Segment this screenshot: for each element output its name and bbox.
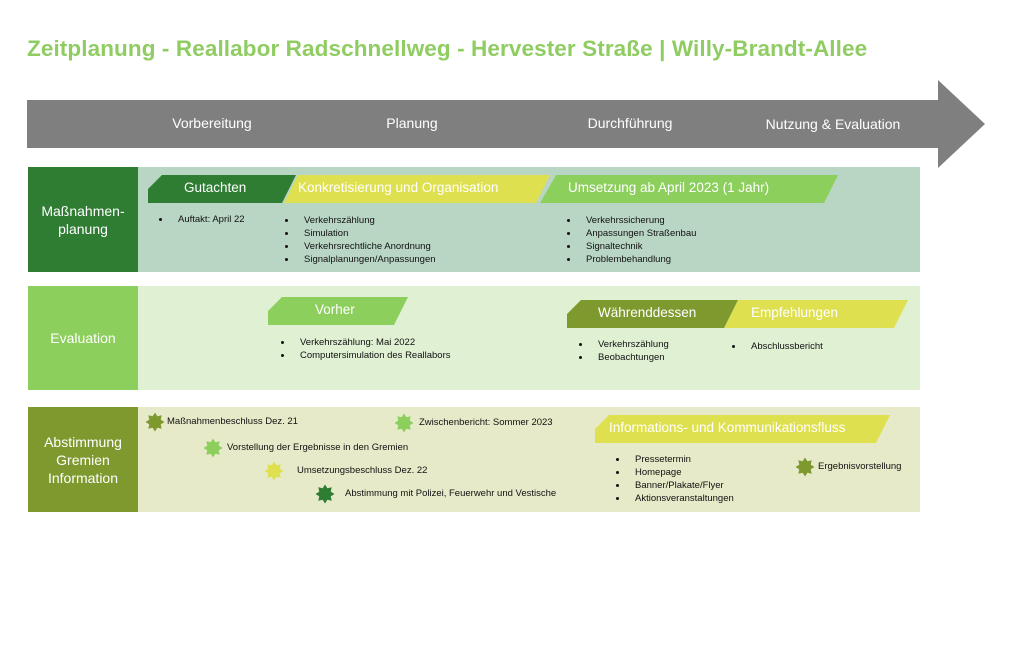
phase-durchfuehrung: Durchführung: [587, 115, 673, 131]
lane-label: Evaluation: [50, 330, 116, 346]
star-badge-icon: [394, 413, 414, 433]
lane-label: Maßnahmen-planung: [41, 202, 125, 237]
list-item: Verkehrsrechtliche Anordnung: [284, 240, 436, 253]
list-item: Beobachtungen: [578, 351, 669, 364]
star-badge-icon: [203, 438, 223, 458]
star-badge-icon: [264, 461, 284, 481]
list-item: Abschlussbericht: [731, 340, 823, 353]
list-item: Banner/Plakate/Flyer: [615, 479, 734, 492]
phase-timeline-arrow: [27, 80, 985, 168]
star-badge-icon: [795, 457, 815, 477]
lane-header-evaluation: Evaluation: [28, 286, 138, 390]
star-badge-icon: [145, 412, 165, 432]
phase-vorbereitung: Vorbereitung: [172, 115, 252, 131]
list-item: Anpassungen Straßenbau: [566, 227, 696, 240]
list-vorbereitung: Auftakt: April 22: [158, 213, 245, 226]
phase-nutzung-evaluation: Nutzung & Evaluation: [765, 116, 901, 132]
phase-planung: Planung: [386, 115, 438, 131]
list-item: Auftakt: April 22: [158, 213, 245, 226]
lane2-tag-shapes: [268, 297, 908, 328]
list-item: Verkehrszählung: [284, 214, 436, 227]
list-vorher: Verkehrszählung: Mai 2022 Computersimula…: [280, 336, 451, 362]
lane-header-massnahmenplanung: Maßnahmen-planung: [28, 167, 138, 272]
list-item: Homepage: [615, 466, 734, 479]
list-item: Verkehrszählung: Mai 2022: [280, 336, 451, 349]
list-item: Problembehandlung: [566, 253, 696, 266]
lane3-tag-shape: [595, 415, 890, 443]
lane1-tag-shapes: [148, 175, 838, 203]
list-item: Signaltechnik: [566, 240, 696, 253]
list-item: Signalplanungen/Anpassungen: [284, 253, 436, 266]
list-item: Computersimulation des Reallabors: [280, 349, 451, 362]
list-waehrenddessen: Verkehrszählung Beobachtungen: [578, 338, 669, 364]
list-durchfuehrung: Verkehrssicherung Anpassungen Straßenbau…: [566, 214, 696, 266]
list-empfehlungen: Abschlussbericht: [731, 340, 823, 353]
list-item: Aktionsveranstaltungen: [615, 492, 734, 505]
list-planung: Verkehrszählung Simulation Verkehrsrecht…: [284, 214, 436, 266]
list-item: Verkehrszählung: [578, 338, 669, 351]
list-item: Verkehrssicherung: [566, 214, 696, 227]
list-item: Pressetermin: [615, 453, 734, 466]
star-badge-icon: [315, 484, 335, 504]
page-title: Zeitplanung - Reallabor Radschnellweg - …: [27, 36, 868, 61]
list-kommunikation: Pressetermin Homepage Banner/Plakate/Fly…: [615, 453, 734, 505]
list-item: Simulation: [284, 227, 436, 240]
